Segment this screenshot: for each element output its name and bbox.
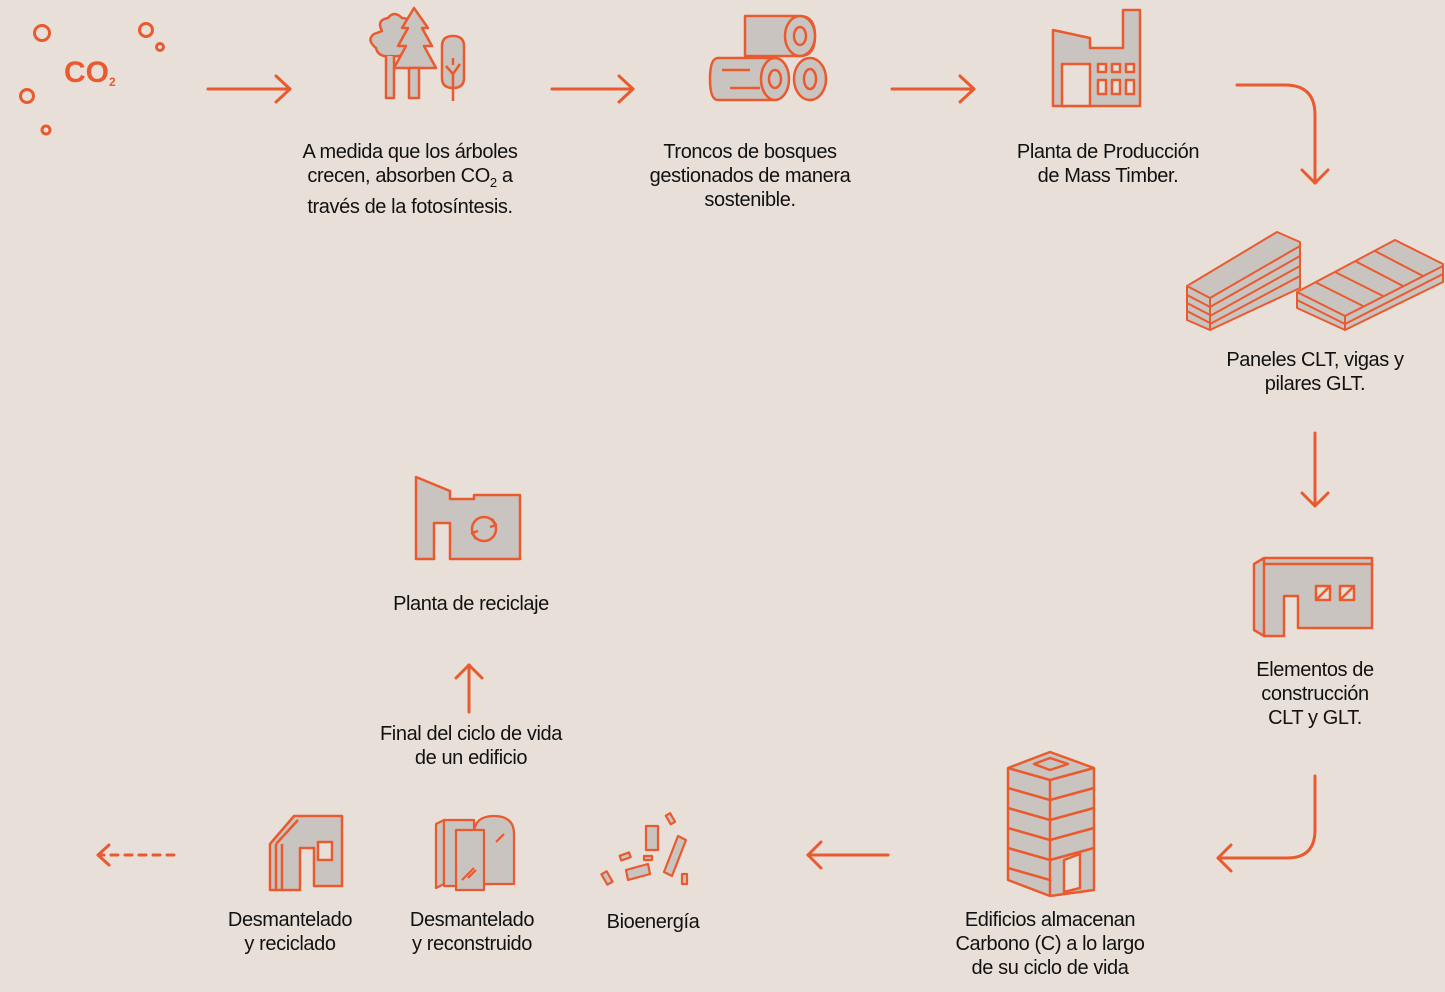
wood-chips-icon: [600, 812, 689, 886]
elements-label: Elementos de construcción CLT y GLT.: [1256, 659, 1374, 729]
co2-bubbles-icon: [19, 22, 165, 136]
rebuilt-label: Desmantelado y reconstruido: [409, 909, 535, 955]
factory-icon: [1051, 8, 1142, 108]
recycling-plant-icon: [414, 475, 522, 561]
arrow-up: [454, 663, 484, 714]
arrow-right-3: [890, 74, 976, 104]
arrow-right-1: [206, 74, 292, 104]
tower-building-icon: [1006, 750, 1096, 898]
logs-icon: [708, 14, 828, 102]
logs-label: Troncos de bosques gestionados de manera…: [649, 141, 851, 211]
dismantled-element-icon: [268, 814, 344, 892]
trees-label: A medida que los árboles crecen, absorbe…: [302, 141, 518, 218]
end-of-life-label: Final del ciclo de vida de un edificio: [379, 723, 562, 769]
clt-panels-icon: [1186, 231, 1444, 331]
co2-label: CO2: [64, 56, 116, 89]
arrow-down: [1300, 431, 1330, 508]
arrow-curve-left: [1216, 774, 1317, 873]
trees-icon: [369, 6, 466, 101]
bioenergy-label: Bioenergía: [606, 911, 700, 933]
recycling-plant-label: Planta de reciclaje: [393, 593, 549, 615]
panels-label: Paneles CLT, vigas y pilares GLT.: [1226, 349, 1404, 395]
arrow-dashed-left: [96, 843, 176, 867]
recycled-label: Desmantelado y reciclado: [227, 909, 353, 955]
arrow-curve-down: [1235, 83, 1330, 185]
plant-label: Planta de Producción de Mass Timber.: [1016, 141, 1200, 187]
building-elements-icon: [1252, 556, 1374, 638]
dismantled-panels-icon: [434, 814, 516, 892]
buildings-label: Edificios almacenan Carbono (C) a lo lar…: [955, 909, 1145, 979]
arrow-right-2: [550, 74, 635, 104]
arrow-left: [806, 840, 890, 870]
